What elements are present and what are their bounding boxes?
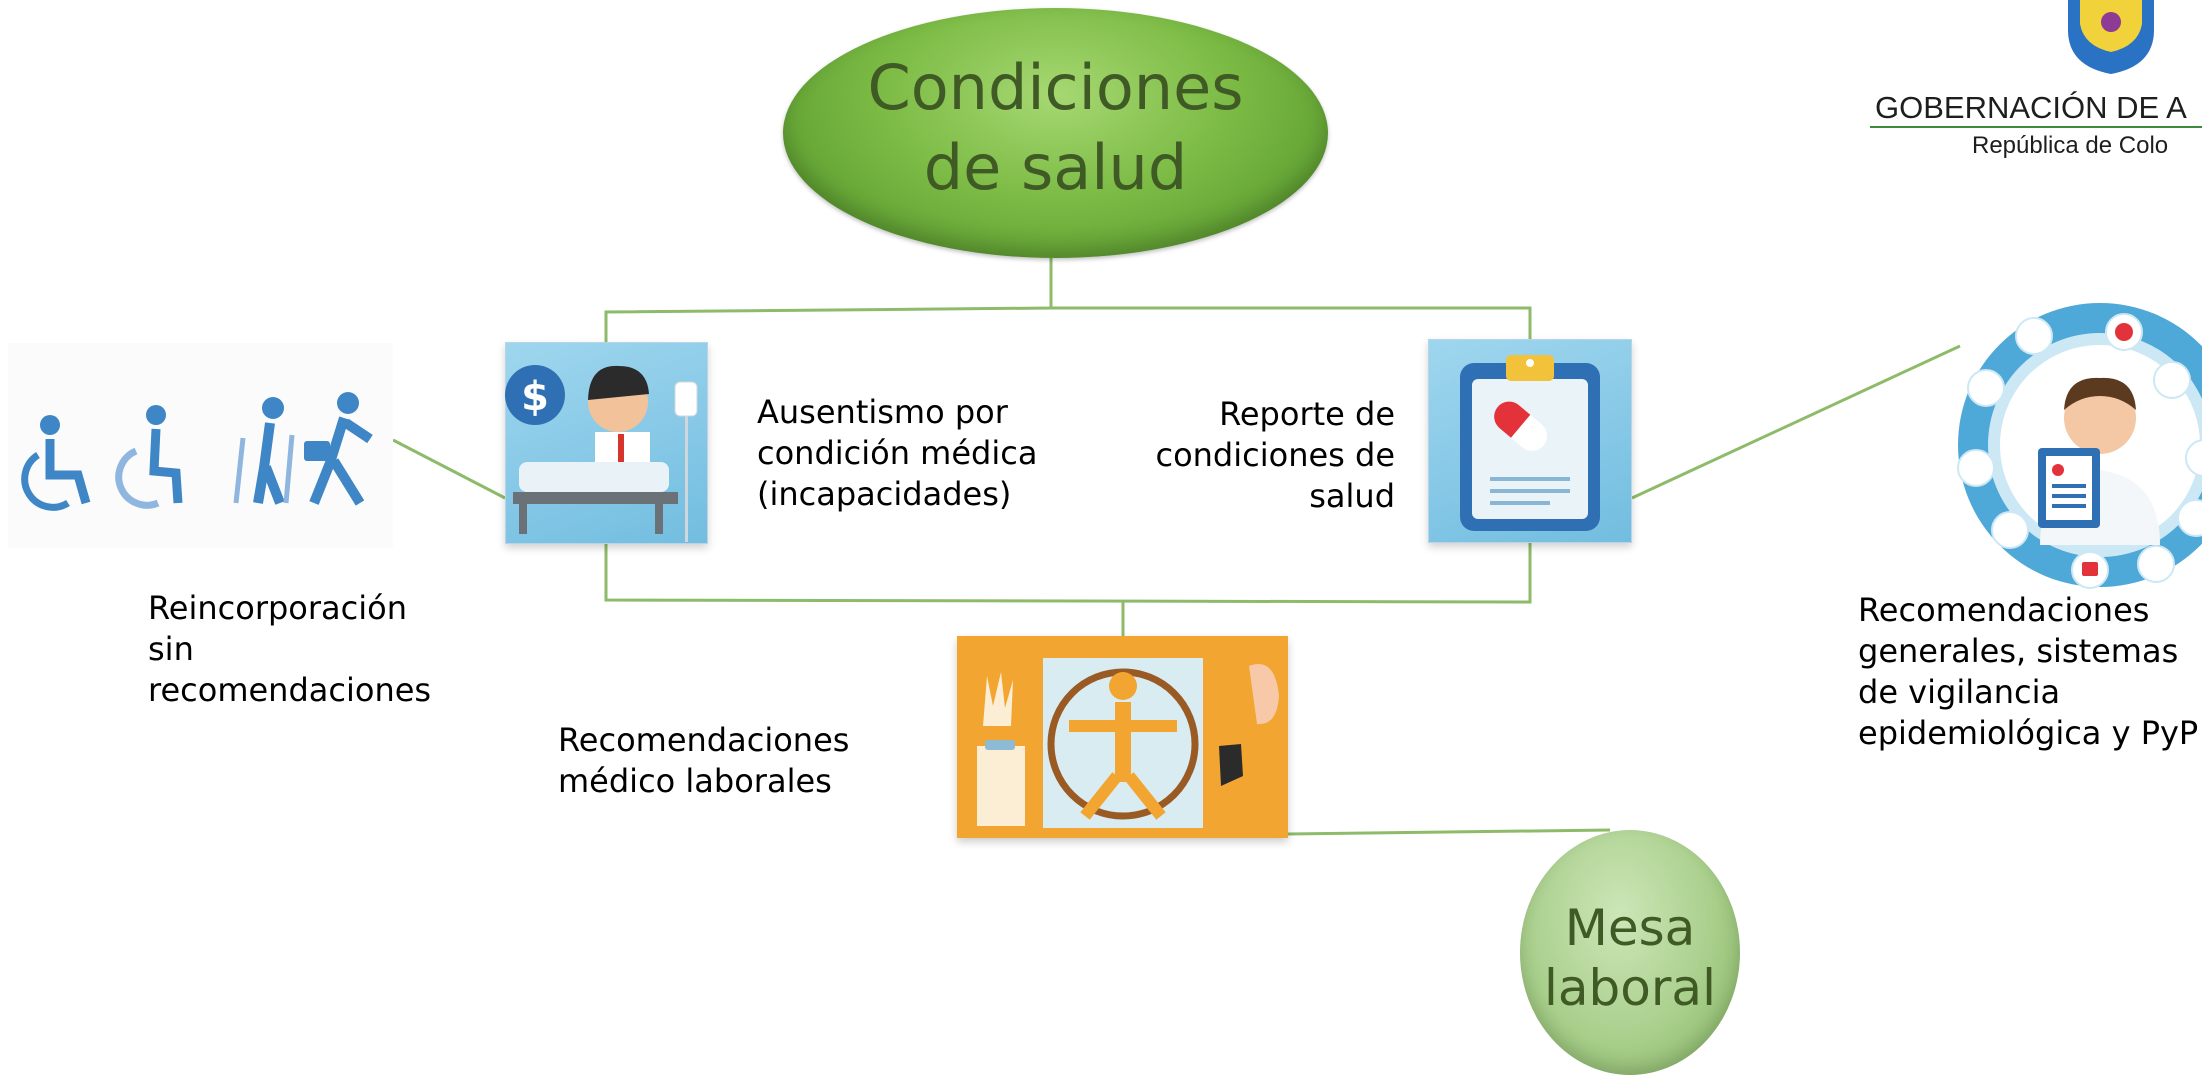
recomendaciones-medico-label: Recomendaciones médico laborales bbox=[558, 720, 849, 802]
recomendaciones-generales-line-4: epidemiológica y PyP bbox=[1858, 714, 2199, 752]
recomendaciones-generales-line-2: generales, sistemas bbox=[1858, 632, 2179, 670]
recomendaciones-generales-line-1: Recomendaciones bbox=[1858, 591, 2150, 629]
rehabilitation-icon bbox=[21, 392, 373, 511]
reporte-line-1: Reporte de bbox=[1219, 395, 1395, 433]
vitruvian-body-icon bbox=[977, 658, 1279, 828]
reporte-line-2: condiciones de bbox=[1155, 436, 1395, 474]
recomendaciones-generales-line-3: de vigilancia bbox=[1858, 673, 2061, 711]
reporte-line-3: salud bbox=[1309, 477, 1395, 515]
rehabilitation-image bbox=[8, 343, 393, 548]
title-line-1: Condiciones bbox=[867, 51, 1244, 124]
ausentismo-line-1: Ausentismo por bbox=[757, 393, 1008, 431]
mesa-line-2: laboral bbox=[1544, 959, 1716, 1017]
ausentismo-label: Ausentismo por condición médica (incapac… bbox=[757, 392, 1037, 515]
logo: GOBERNACIÓN DE A República de Colo bbox=[1870, 0, 2202, 170]
doctor-circle-icon bbox=[1957, 303, 2202, 589]
ausentismo-line-3: (incapacidades) bbox=[757, 475, 1012, 513]
coat-of-arms-icon bbox=[2068, 0, 2154, 74]
title-line-2: de salud bbox=[923, 131, 1188, 204]
mesa-laboral-ellipse: Mesa laboral bbox=[1520, 830, 1740, 1075]
recomendaciones-generales-label: Recomendaciones generales, sistemas de v… bbox=[1858, 590, 2198, 754]
doctor-circle bbox=[1940, 298, 2202, 593]
reincorporacion-line-3: recomendaciones bbox=[148, 671, 432, 709]
ausentismo-line-2: condición médica bbox=[757, 434, 1038, 472]
logo-rule bbox=[1870, 126, 2202, 128]
reincorporacion-line-2: sin bbox=[148, 630, 194, 668]
sick-patient-icon: $ bbox=[505, 365, 698, 542]
logo-subtitle: República de Colo bbox=[1972, 132, 2169, 159]
recomendaciones-medico-line-1: Recomendaciones bbox=[558, 721, 850, 759]
reincorporacion-line-1: Reincorporación bbox=[148, 589, 407, 627]
reporte-tile bbox=[1428, 339, 1632, 543]
recomendaciones-medico-line-2: médico laborales bbox=[558, 762, 832, 800]
reporte-label: Reporte de condiciones de salud bbox=[1130, 394, 1395, 517]
mesa-line-1: Mesa bbox=[1564, 899, 1696, 957]
logo-title: GOBERNACIÓN DE A bbox=[1875, 90, 2187, 125]
reincorporacion-label: Reincorporación sin recomendaciones bbox=[148, 588, 431, 711]
title-ellipse: Condiciones de salud bbox=[783, 8, 1328, 258]
ausentismo-tile: $ bbox=[505, 342, 708, 544]
clipboard-report-icon bbox=[1460, 355, 1600, 531]
medico-tile bbox=[957, 636, 1288, 838]
svg-text:$: $ bbox=[521, 374, 549, 420]
